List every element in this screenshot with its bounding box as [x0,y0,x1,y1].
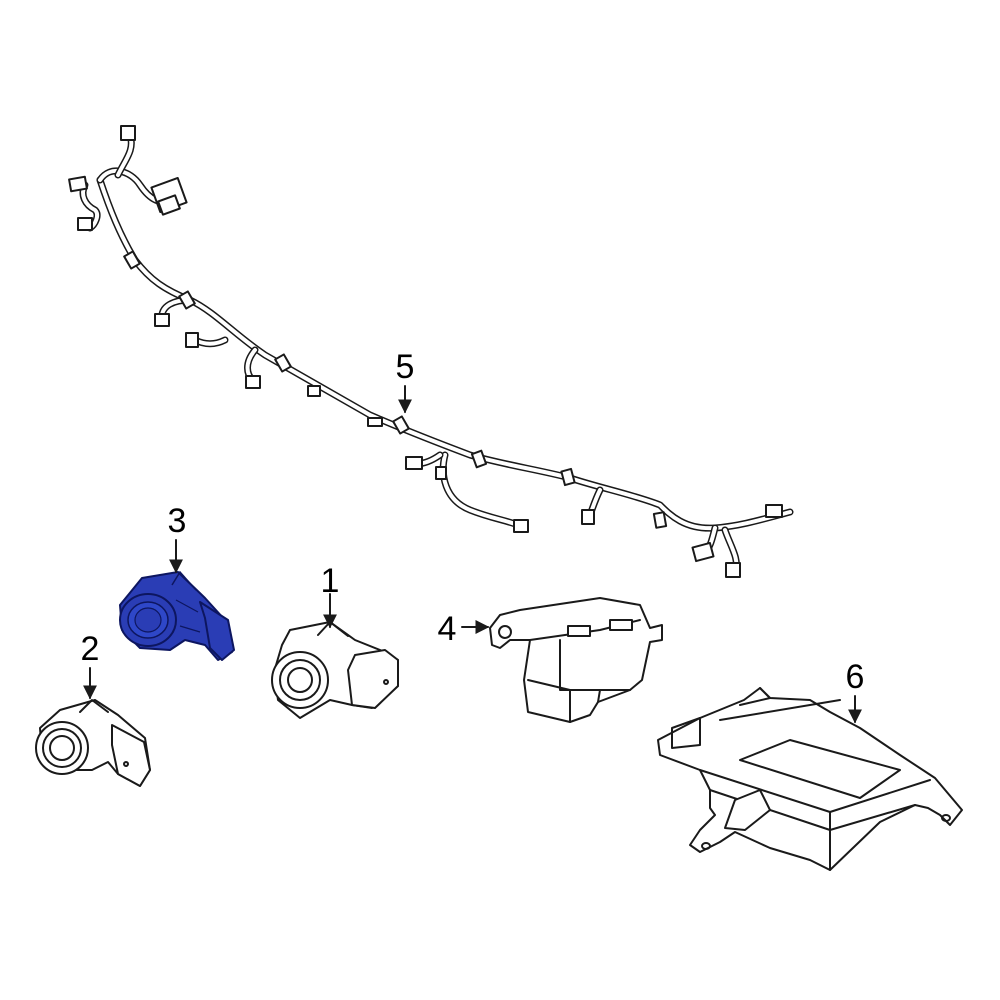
callout-2: 2 [81,630,100,668]
parking-sensor-1-part[interactable] [271,621,399,719]
callout-6: 6 [846,658,865,696]
callout-1: 1 [321,562,340,600]
parking-sensor-highlighted-part[interactable] [119,570,235,661]
callout-4: 4 [438,610,457,648]
control-module-part[interactable] [657,687,963,871]
callout-3: 3 [168,502,187,540]
callout-arrows [83,385,862,724]
sensor-bracket-part[interactable] [489,597,663,723]
callout-labels: 1 2 3 4 5 6 [81,348,865,696]
parking-sensor-2-part[interactable] [35,699,151,787]
callout-5: 5 [396,348,415,386]
wiring-harness-part[interactable] [68,125,794,578]
